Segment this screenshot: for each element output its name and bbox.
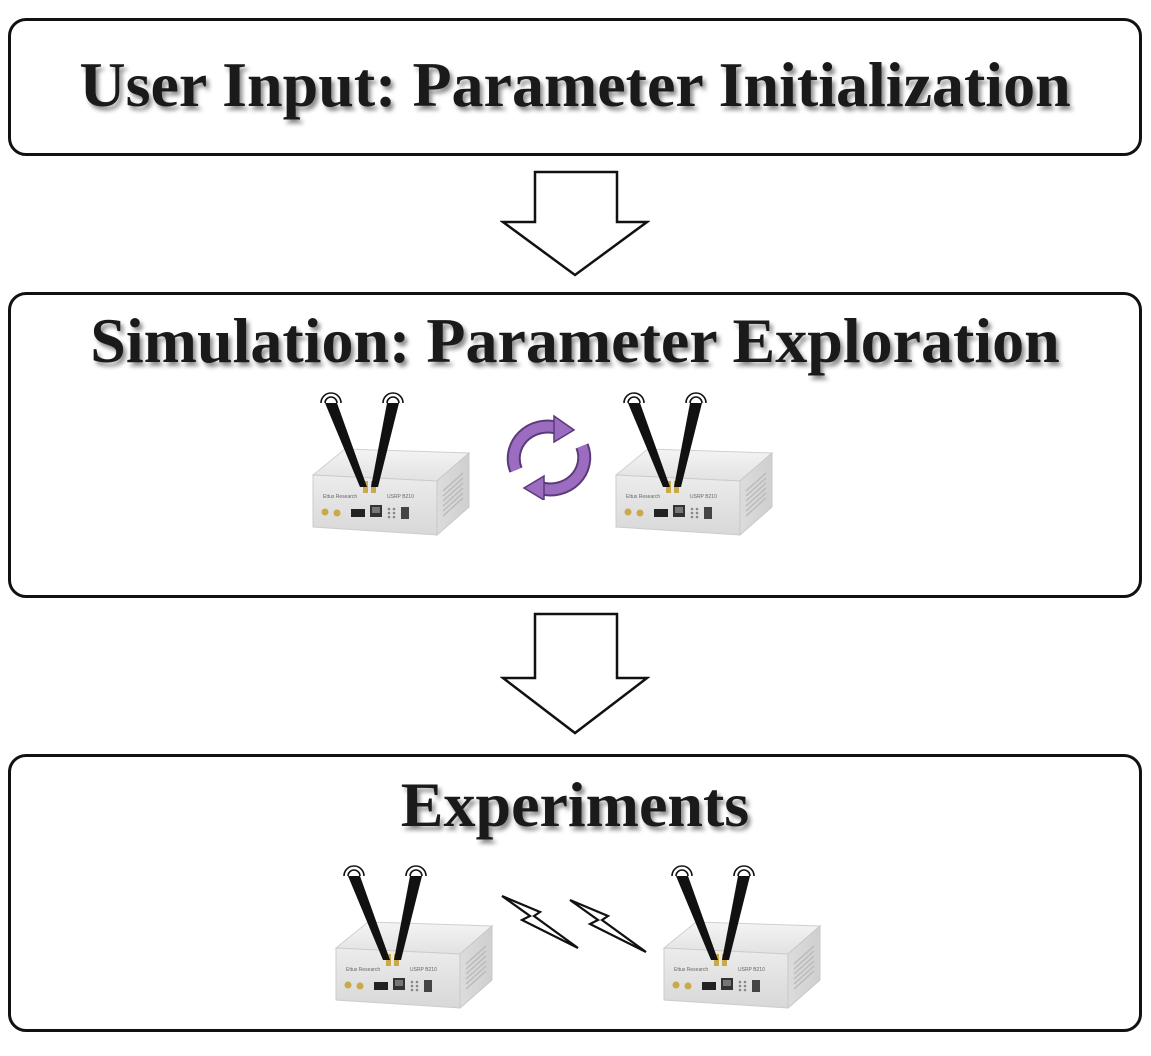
lightning-bolt-icon xyxy=(568,896,648,956)
stage-title-experiments: Experiments xyxy=(400,769,750,840)
down-arrow-icon xyxy=(500,170,650,277)
down-arrow-icon xyxy=(500,612,650,735)
sdr-radio-device-icon xyxy=(608,383,778,543)
sdr-radio-device-icon xyxy=(656,856,826,1016)
stage-box-input: User Input: Parameter Initialization xyxy=(8,18,1142,156)
stage-box-experiments: Experiments xyxy=(8,754,1142,1032)
stage-title-simulation: Simulation: Parameter Exploration xyxy=(90,305,1060,376)
sdr-radio-device-icon xyxy=(305,383,475,543)
sdr-radio-device-icon xyxy=(328,856,498,1016)
stage-title-input: User Input: Parameter Initialization xyxy=(79,49,1071,120)
refresh-cycle-icon xyxy=(506,414,592,500)
stage-box-simulation: Simulation: Parameter Exploration xyxy=(8,292,1142,598)
